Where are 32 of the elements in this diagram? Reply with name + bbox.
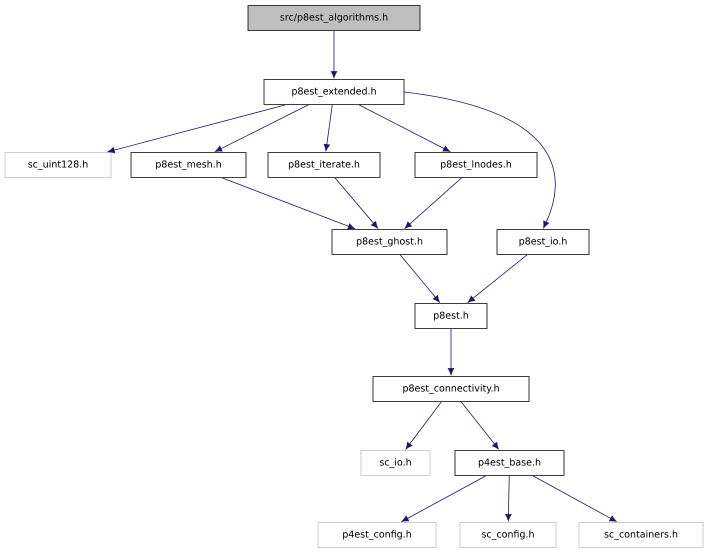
file-box: p4est_config.h	[318, 522, 436, 548]
file-box: src/p8est_algorithms.h	[248, 5, 420, 31]
file-box: p8est_iterate.h	[268, 152, 380, 178]
arrow	[324, 104, 333, 152]
file-box: sc_io.h	[360, 450, 430, 476]
arrow	[402, 476, 486, 522]
arrow	[222, 178, 355, 230]
arrow	[330, 30, 338, 78]
arrow	[400, 254, 440, 302]
file-box: sc_uint128.h	[4, 152, 112, 178]
file-box: p8est_ghost.h	[332, 229, 448, 255]
arrow	[108, 104, 286, 154]
arrow	[404, 92, 556, 228]
file-box: p8est_mesh.h	[130, 152, 246, 178]
file-box: sc_config.h	[460, 522, 556, 548]
arrow	[532, 476, 617, 522]
arrow	[460, 402, 499, 450]
file-box: p8est_extended.h	[264, 79, 404, 105]
arrow	[468, 254, 528, 303]
arrow	[406, 402, 442, 450]
file-box: p8est_lnodes.h	[414, 152, 538, 178]
arrow	[448, 328, 454, 376]
arrow	[404, 178, 462, 229]
file-box: p4est_base.h	[454, 450, 564, 476]
file-box: p8est_connectivity.h	[372, 376, 530, 402]
arrow	[334, 178, 378, 228]
file-box: sc_containers.h	[578, 522, 704, 548]
file-box: p8est.h	[414, 303, 488, 329]
arrow	[215, 104, 309, 152]
arrow	[505, 476, 512, 522]
arrow	[358, 104, 450, 152]
file-box: p8est_io.h	[496, 229, 590, 255]
